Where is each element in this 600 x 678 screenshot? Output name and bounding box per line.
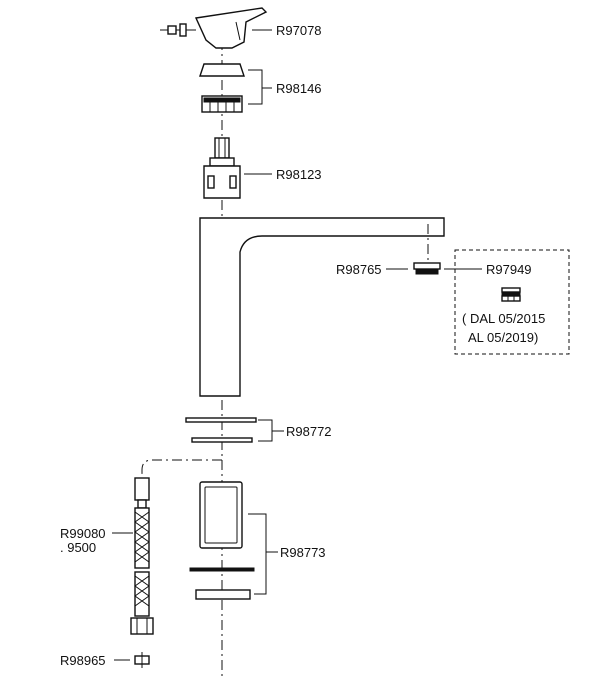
fixing-nut-part[interactable] [195,589,251,600]
bracket-fixing-kit [248,513,267,595]
label-hose-end: R98965 [60,653,106,668]
label-aerator-left: R98765 [336,262,382,277]
aerator-variant-box [454,249,570,355]
label-cartridge: R98123 [276,167,322,182]
label-aerator-right: R97949 [486,262,532,277]
aerator-variant-part[interactable] [501,287,521,302]
ring-nut-part[interactable] [201,95,243,113]
label-handle: R97078 [276,23,322,38]
flexible-hose-part[interactable] [130,477,154,635]
aerator-part[interactable] [413,262,441,275]
handle-part[interactable] [160,7,268,49]
bracket-gasket-set [258,419,273,442]
aerator-note-line2: AL 05/2019) [468,330,538,345]
bracket-cap-set [248,69,263,105]
hose-end-part[interactable] [134,652,150,668]
cap-part[interactable] [199,63,245,77]
spout-body [199,217,445,397]
gasket-top-part[interactable] [185,417,257,423]
label-fixing-kit: R98773 [280,545,326,560]
label-cap-set: R98146 [276,81,322,96]
cartridge-part[interactable] [203,137,241,199]
fixing-block-part[interactable] [199,481,243,549]
fixing-washer-part[interactable] [189,567,255,572]
hose-axis [141,459,222,478]
gasket-bottom-part[interactable] [191,437,253,443]
label-gasket-set: R98772 [286,424,332,439]
label-hose-code-2: . 9500 [60,540,96,555]
label-hose-code-1: R99080 [60,526,106,541]
aerator-note-line1: ( DAL 05/2015 [462,311,545,326]
